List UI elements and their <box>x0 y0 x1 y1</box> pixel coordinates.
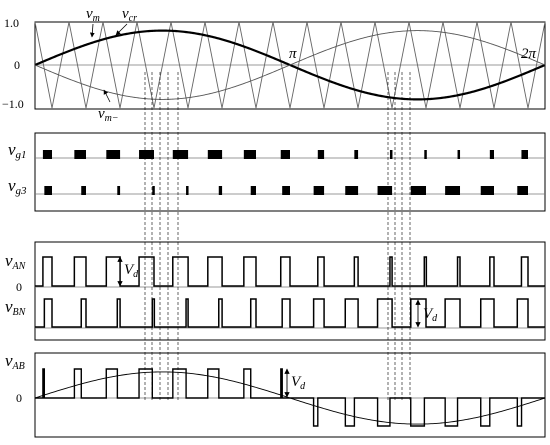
label-vm: vm <box>86 6 100 24</box>
vBN-waveform <box>35 298 545 328</box>
label-an-zero: 0 <box>16 280 22 294</box>
vm-pointer <box>89 23 95 38</box>
tick-label-1: 1.0 <box>4 16 19 30</box>
gate-pulse <box>445 186 461 195</box>
vmneg-pointer <box>103 89 111 103</box>
gate-pulse <box>457 150 461 159</box>
gate-pulse <box>243 150 256 159</box>
gate-pulse <box>280 150 290 159</box>
vcr-pointer <box>115 23 128 36</box>
modulating-signal-vm-negative <box>34 30 546 100</box>
gate-pulse <box>377 186 393 195</box>
gate-pulse <box>117 186 121 195</box>
gate-pulse <box>172 150 189 159</box>
label-vAN: vAN <box>5 251 27 272</box>
gate-pulse <box>250 186 256 195</box>
dashed-guides <box>144 72 411 400</box>
gate-pulse <box>218 186 223 195</box>
gate-pulse <box>389 150 393 159</box>
label-vg1: vg1 <box>8 140 27 161</box>
label-2pi: 2π <box>521 46 537 62</box>
vAB-waveform <box>35 368 545 427</box>
gate-pulse <box>345 186 359 195</box>
gate-pulse <box>521 150 528 159</box>
label-ab-zero: 0 <box>16 391 22 405</box>
vAB-fundamental <box>34 371 546 425</box>
gate-pulse <box>106 150 121 159</box>
gate-pulse <box>354 150 359 159</box>
label-vm-neg: vm− <box>98 106 119 124</box>
label-vAB: vAB <box>5 351 25 372</box>
triangle-carrier <box>34 21 546 109</box>
label-vcr: vcr <box>122 6 137 24</box>
gate-pulse <box>207 150 223 159</box>
label-vd-ab: Vd <box>291 374 306 392</box>
g1-pulse-train <box>42 150 528 159</box>
gate-pulse <box>152 186 155 195</box>
gate-pulse <box>139 150 154 159</box>
gate-pulse <box>74 150 86 159</box>
gate-panel <box>34 132 546 212</box>
gate-pulse <box>489 150 494 159</box>
label-vBN: vBN <box>5 297 27 318</box>
line-panel <box>34 352 546 438</box>
vAN-waveform <box>35 256 545 287</box>
gate-pulse <box>42 150 53 159</box>
gate-pulse <box>410 186 427 195</box>
gate-pulse <box>44 186 52 195</box>
g3-pulse-train <box>44 186 528 195</box>
gate-pulse <box>480 186 494 195</box>
tick-label-0: 0 <box>14 58 20 72</box>
label-vg3: vg3 <box>8 176 27 197</box>
gate-pulse <box>424 150 427 159</box>
label-vd-bn: Vd <box>423 306 438 324</box>
gate-pulse <box>317 150 325 159</box>
gate-pulse <box>282 186 290 195</box>
gate-pulse <box>186 186 189 195</box>
gate-pulse <box>313 186 325 195</box>
label-pi: π <box>289 46 297 62</box>
gate-pulse <box>517 186 528 195</box>
tick-label-neg1: −1.0 <box>2 97 24 111</box>
label-vd-an: Vd <box>124 262 139 280</box>
phase-panel <box>34 241 546 341</box>
gate-pulse <box>81 186 86 195</box>
